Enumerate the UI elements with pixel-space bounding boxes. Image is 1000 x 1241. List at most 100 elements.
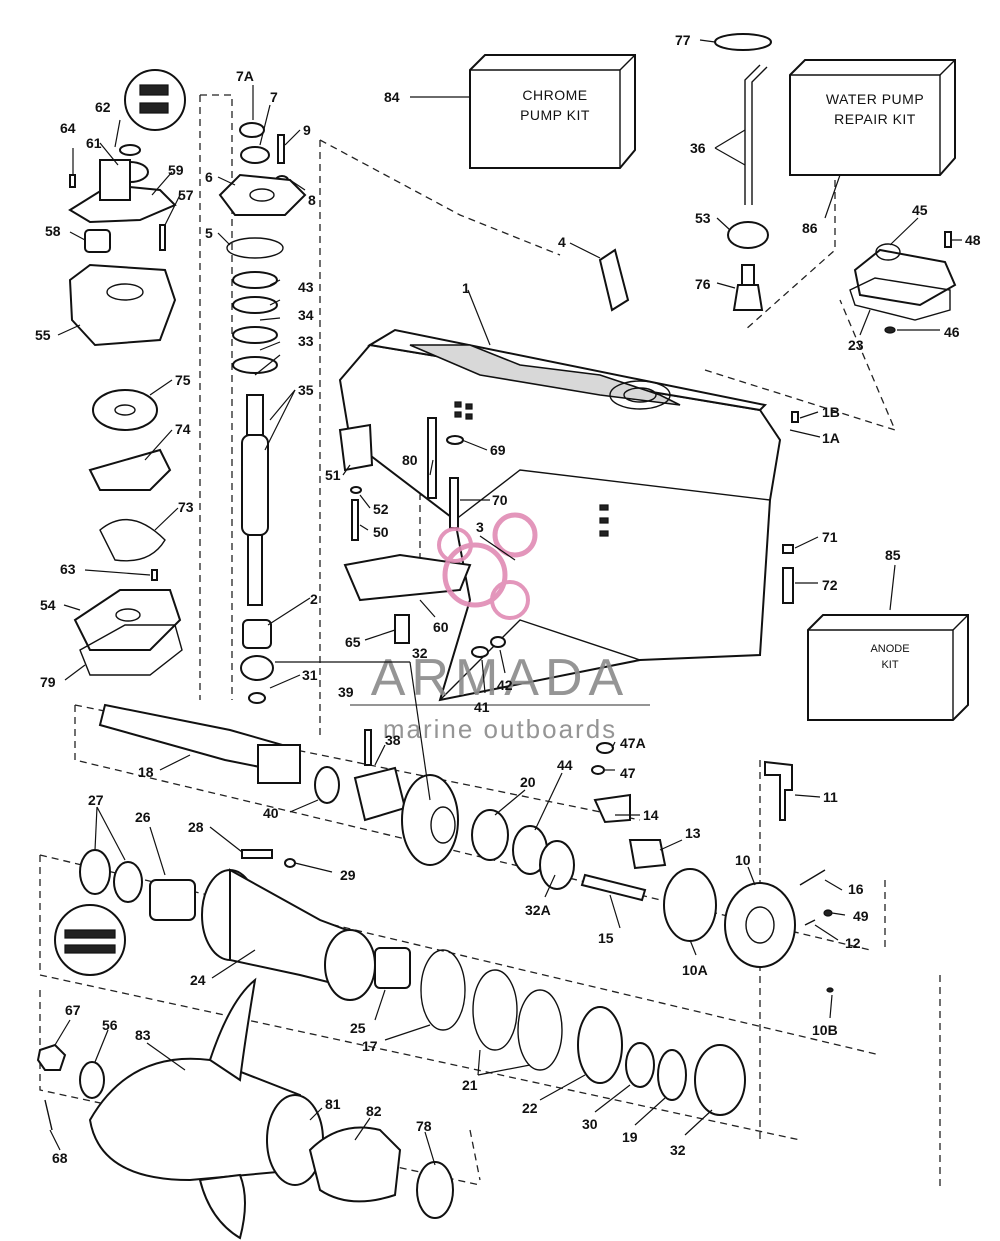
part-label: 17: [362, 1038, 378, 1054]
propeller-parts: [36, 977, 454, 1240]
part-label: 5: [205, 225, 213, 241]
part-label: 33: [298, 333, 314, 349]
part-label: 51: [325, 467, 341, 483]
anode-kit-line1: ANODE: [870, 643, 909, 655]
part-label: 68: [52, 1150, 68, 1166]
chrome-kit-line1: CHROME: [522, 87, 587, 103]
part-label: 53: [695, 210, 711, 226]
propshaft-gears: [98, 703, 834, 993]
part-label: 32: [412, 645, 428, 661]
part-label: 52: [373, 501, 389, 517]
anode-kit-box: ANODE KIT: [807, 614, 969, 721]
part-label: 54: [40, 597, 56, 613]
part-label: 27: [88, 792, 104, 808]
part-label: 31: [302, 667, 318, 683]
part-label: 74: [175, 421, 191, 437]
part-label: 46: [944, 324, 960, 340]
part-label: 30: [582, 1116, 598, 1132]
part-label: 34: [298, 307, 314, 323]
part-label: 26: [135, 809, 151, 825]
part-label: 9: [303, 122, 311, 138]
shift-rod-parts: [714, 33, 772, 311]
part-label: 60: [433, 619, 449, 635]
part-label: 19: [622, 1129, 638, 1145]
part-label: 7A: [236, 68, 254, 84]
part-label: 70: [492, 492, 508, 508]
water-kit-line1: WATER PUMP: [826, 91, 924, 107]
part-label: 21: [462, 1077, 478, 1093]
part-label: 58: [45, 223, 61, 239]
water-pump-repair-kit-box: WATER PUMP REPAIR KIT: [789, 59, 956, 176]
part-label: 10A: [682, 962, 708, 978]
part-label: 76: [695, 276, 711, 292]
water-pump-parts: [68, 69, 186, 676]
part-label: 32: [670, 1142, 686, 1158]
part-label: 8: [308, 192, 316, 208]
anode-kit-line2: KIT: [881, 659, 898, 671]
part-label: 1: [462, 280, 470, 296]
part-label: 73: [178, 499, 194, 515]
part-label: 50: [373, 524, 389, 540]
chrome-pump-kit-box: CHROME PUMP KIT: [469, 54, 636, 169]
part-label: 40: [263, 805, 279, 821]
part-label: 57: [178, 187, 194, 203]
part-label: 2: [310, 591, 318, 607]
pump-base-parts: [598, 231, 957, 334]
part-label: 6: [205, 169, 213, 185]
part-label: 35: [298, 382, 314, 398]
part-label: 47: [620, 765, 636, 781]
part-label: 11: [823, 789, 838, 805]
water-kit-line2: REPAIR KIT: [834, 111, 916, 127]
part-label: 78: [416, 1118, 432, 1134]
part-label: 23: [848, 337, 864, 353]
part-label: 43: [298, 279, 314, 295]
part-label: 7: [270, 89, 278, 105]
part-label: 59: [168, 162, 184, 178]
part-label: 18: [138, 764, 154, 780]
part-label: 80: [402, 452, 418, 468]
part-label: 61: [86, 135, 102, 151]
part-label: 48: [965, 232, 981, 248]
part-label: 24: [190, 972, 206, 988]
part-label: 39: [338, 684, 354, 700]
part-label: 67: [65, 1002, 81, 1018]
part-label: 79: [40, 674, 56, 690]
part-label: 22: [522, 1100, 538, 1116]
part-label: 85: [885, 547, 901, 563]
part-label: 16: [848, 881, 864, 897]
part-label: 83: [135, 1027, 151, 1043]
driveshaft-parts: [218, 122, 307, 704]
part-label: 84: [384, 89, 400, 105]
part-label: 64: [60, 120, 76, 136]
mid-hardware: [338, 411, 799, 775]
chrome-kit-line2: PUMP KIT: [520, 107, 590, 123]
part-label: 81: [325, 1096, 341, 1112]
part-label: 29: [340, 867, 356, 883]
part-label: 12: [845, 935, 861, 951]
part-label: 32A: [525, 902, 551, 918]
bearing-carrier-parts: [54, 849, 746, 1116]
part-label: 1B: [822, 404, 840, 420]
part-label: 71: [822, 529, 838, 545]
part-label: 20: [520, 774, 536, 790]
watermark: ARMADA marine outboards: [350, 512, 650, 744]
part-label: 49: [853, 908, 869, 924]
part-label: 42: [497, 677, 513, 693]
part-label: 10: [735, 852, 751, 868]
part-label: 28: [188, 819, 204, 835]
leader-lines: [49, 39, 962, 1166]
part-label: 69: [490, 442, 506, 458]
part-label: 45: [912, 202, 928, 218]
part-label: 82: [366, 1103, 382, 1119]
part-label: 65: [345, 634, 361, 650]
part-label: 75: [175, 372, 191, 388]
part-label: 47A: [620, 735, 646, 751]
part-label: 63: [60, 561, 76, 577]
part-label: 14: [643, 807, 659, 823]
armada-logo-icon: [437, 512, 538, 620]
part-label: 86: [802, 220, 818, 236]
part-label: 36: [690, 140, 706, 156]
part-label: 44: [557, 757, 573, 773]
part-label: 72: [822, 577, 838, 593]
